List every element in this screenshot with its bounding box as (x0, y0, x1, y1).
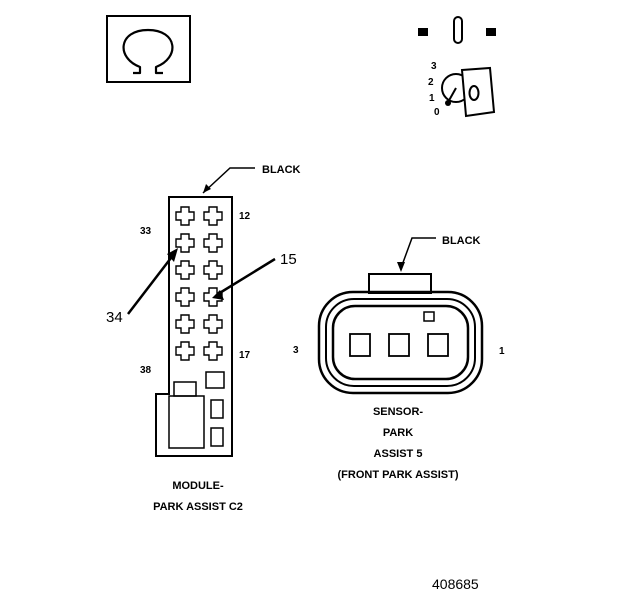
sensor-caption-line3: ASSIST 5 (374, 448, 423, 460)
pin-label-12: 12 (239, 211, 251, 222)
terminal-cavity (203, 314, 223, 334)
terminal-cavity (175, 287, 195, 307)
module-caption-line1: MODULE- (172, 480, 224, 492)
sensor-pin-label-3: 3 (293, 345, 299, 356)
sensor-pin-label-1: 1 (499, 346, 505, 357)
callout-34: 34 (106, 309, 123, 326)
sensor-terminal-1 (427, 333, 449, 357)
ignition-key-icon: 3 2 1 0 (428, 61, 496, 118)
fuse-icon (418, 16, 496, 44)
key-position-2: 2 (428, 77, 434, 88)
terminal-cavity (203, 341, 223, 361)
sensor-terminal-2 (388, 333, 410, 357)
terminal-cavity (203, 206, 223, 226)
pin-label-33: 33 (140, 226, 152, 237)
key-position-3: 3 (431, 61, 437, 72)
sensor-color-label: BLACK (442, 235, 481, 247)
key-position-1: 1 (429, 93, 435, 104)
key-position-0: 0 (434, 107, 440, 118)
cavity-small (210, 399, 224, 419)
latch-slot (173, 381, 197, 397)
terminal-cavity (175, 260, 195, 280)
terminal-cavity (203, 260, 223, 280)
pin-label-17: 17 (239, 350, 251, 361)
sensor-caption-line1: SENSOR- (373, 406, 423, 418)
terminal-cavities (175, 206, 223, 361)
cavity-small (210, 427, 224, 447)
sensor-caption-line4: (FRONT PARK ASSIST) (338, 469, 459, 481)
terminal-cavity (175, 314, 195, 334)
callout-15: 15 (280, 251, 297, 268)
terminal-cavity (175, 206, 195, 226)
module-caption-line2: PARK ASSIST C2 (153, 501, 243, 513)
pin-label-38: 38 (140, 365, 152, 376)
ground-omega-icon (106, 15, 191, 83)
latch-cavity (168, 395, 205, 449)
terminal-cavity (175, 233, 195, 253)
module-connector: BLACK 33 12 38 17 34 15 MODULE- PARK ASS… (106, 164, 301, 513)
sensor-caption-line2: PARK (383, 427, 413, 439)
module-color-label: BLACK (262, 164, 301, 176)
cavity-square (205, 371, 225, 389)
sensor-terminal-3 (349, 333, 371, 357)
terminal-cavity (203, 233, 223, 253)
terminal-cavity (175, 341, 195, 361)
sensor-connector: BLACK 3 1 SENSOR- PARK ASSIST 5 (FRONT P… (293, 235, 505, 481)
figure-number: 408685 (432, 576, 479, 592)
